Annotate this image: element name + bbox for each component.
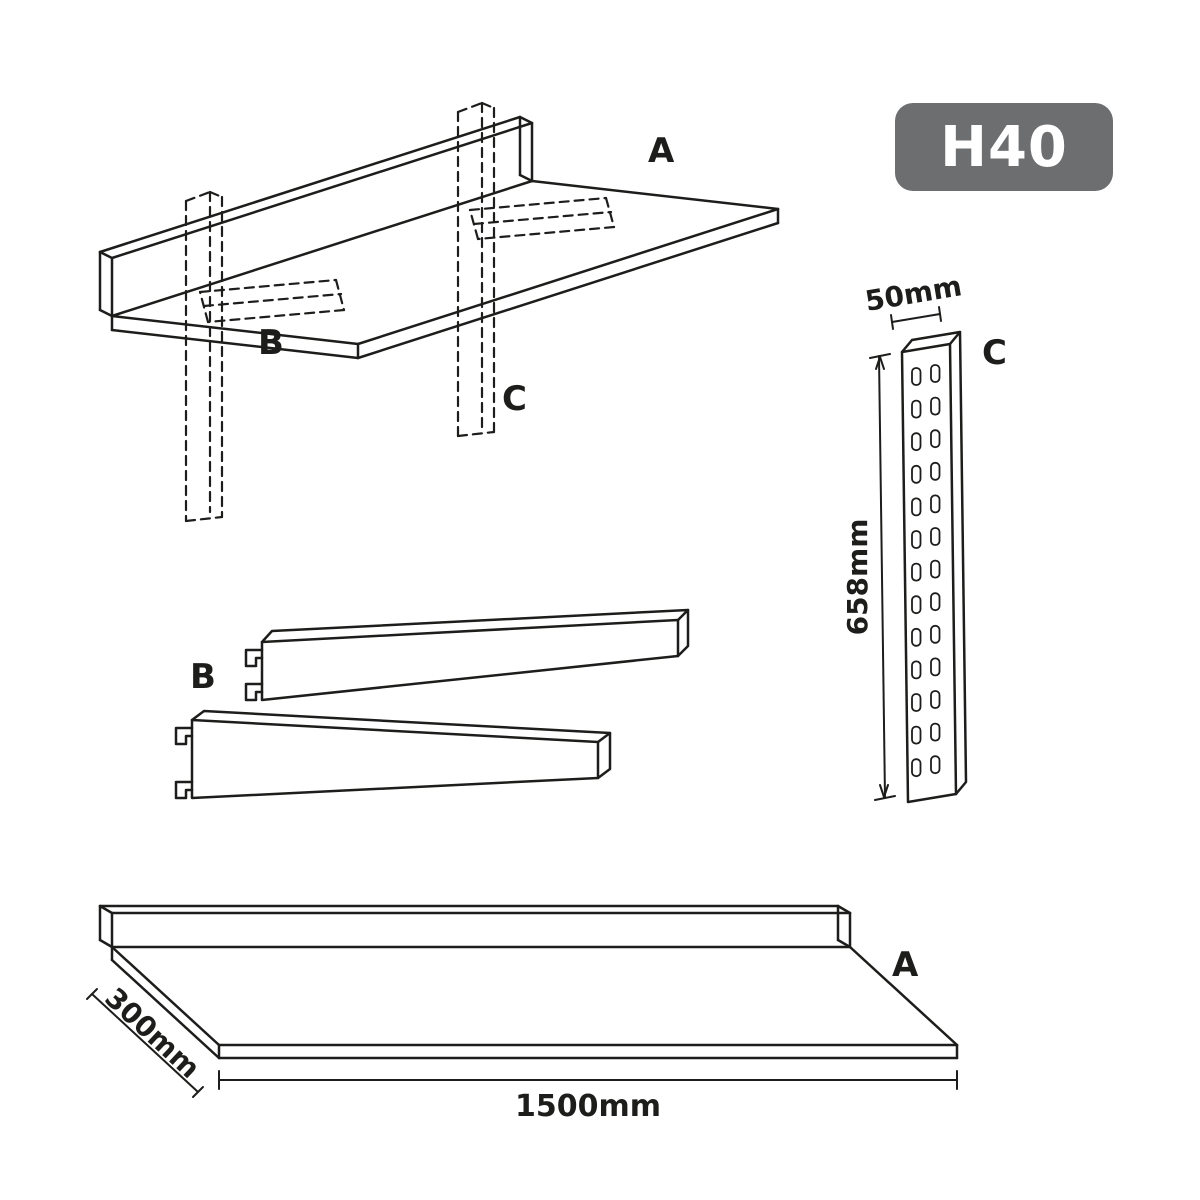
- label-assembled-bracket: B: [258, 323, 284, 363]
- dimension-shelf-length: 1500mm: [218, 1070, 958, 1124]
- label-bracket-detail: B: [190, 657, 216, 697]
- rail-slot-holes: [911, 364, 941, 778]
- wall-rail-ghost-left: [184, 190, 224, 523]
- dim-shelf-length-text: 1500mm: [515, 1089, 661, 1124]
- dimension-rail-height: 658mm: [841, 353, 896, 801]
- wall-rail-ghost-right: [456, 101, 496, 438]
- label-assembled-shelf: A: [648, 131, 675, 171]
- rail-detail-drawing: [900, 330, 968, 804]
- label-rail-detail: C: [982, 333, 1007, 373]
- model-badge: H40: [895, 103, 1113, 191]
- bracket-detail-drawing: [174, 608, 690, 800]
- dim-rail-height-text: 658mm: [841, 519, 874, 636]
- label-shelf-detail: A: [892, 945, 919, 985]
- dim-rail-width-text: 50mm: [863, 269, 964, 318]
- label-assembled-rail: C: [502, 379, 527, 419]
- dimension-shelf-depth: 300mm: [86, 981, 206, 1098]
- bracket-ghost-right: [468, 196, 616, 241]
- shelf-detail-drawing: [98, 904, 959, 1060]
- assembled-shelf-drawing: [98, 115, 780, 360]
- dimension-rail-width: 50mm: [863, 269, 964, 330]
- bracket-ghost-left: [198, 278, 346, 324]
